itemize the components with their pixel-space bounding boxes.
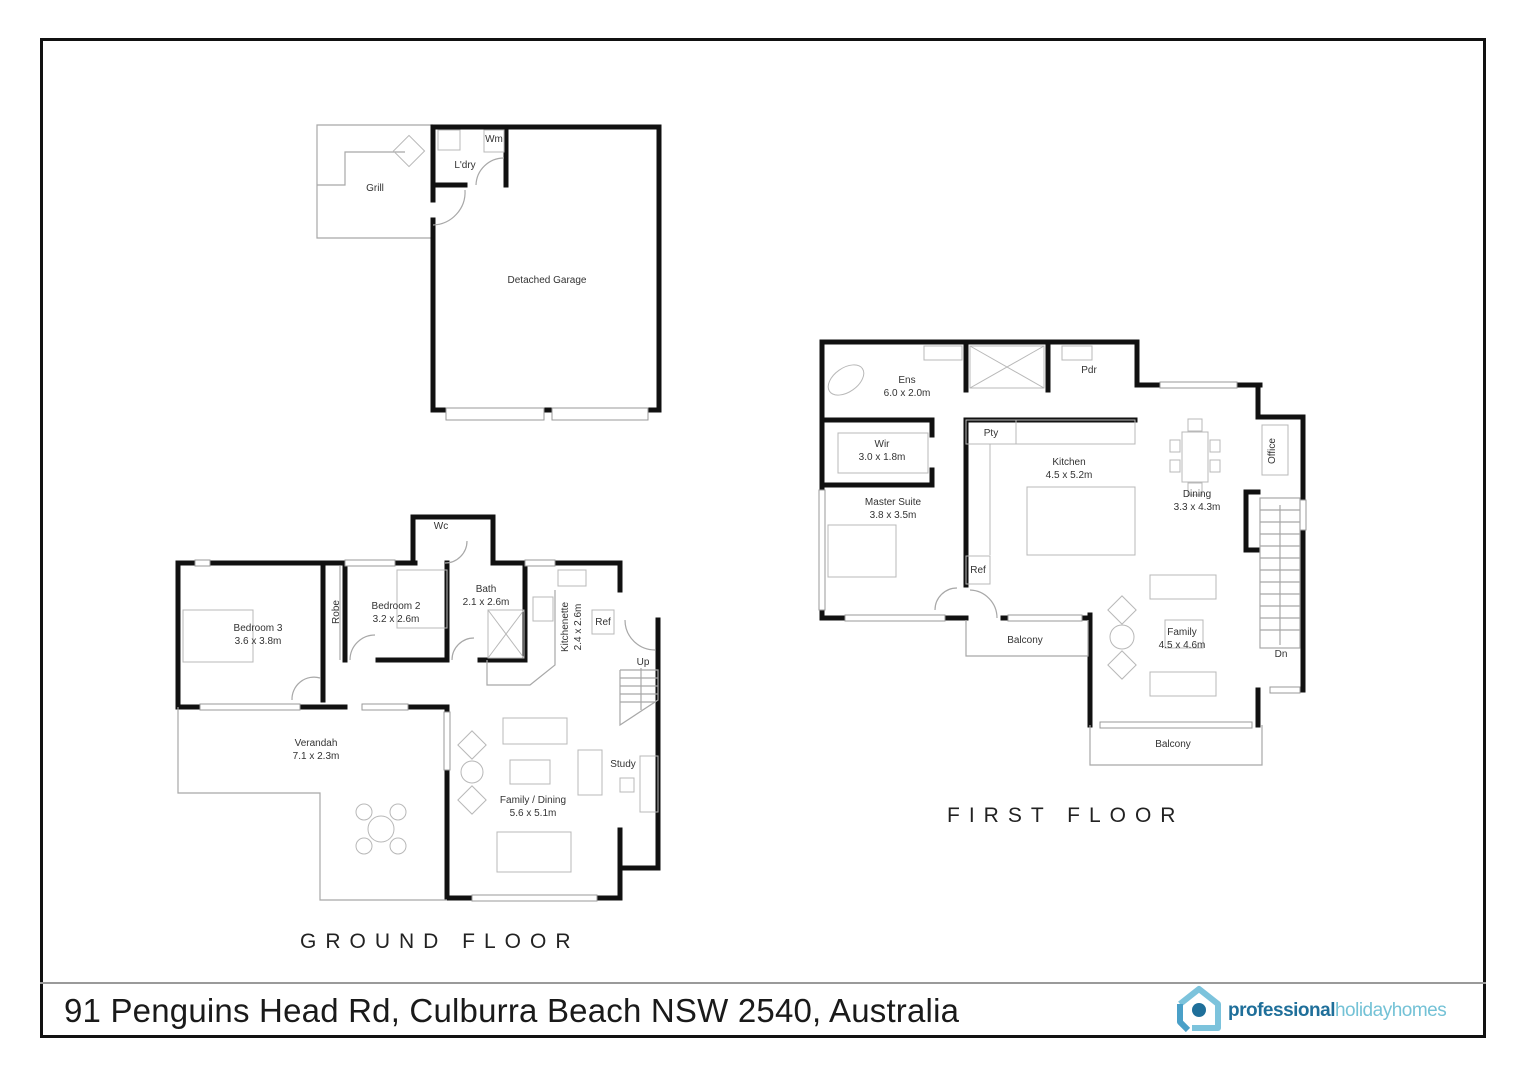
room-label-balcony-1: Balcony	[1007, 635, 1043, 646]
room-label-family-dining: Family / Dining	[500, 795, 566, 806]
room-label-laundry: L'dry	[454, 160, 475, 171]
room-label-garage: Detached Garage	[508, 275, 587, 286]
room-label-pdr: Pdr	[1081, 365, 1097, 376]
room-label-bedroom3: Bedroom 3	[234, 623, 283, 634]
room-size-kitchen: 4.5 x 5.2m	[1046, 470, 1093, 481]
room-size-ens: 6.0 x 2.0m	[884, 388, 931, 399]
room-label-family: Family	[1167, 627, 1196, 638]
room-label-grill: Grill	[366, 183, 384, 194]
first-floor-title: FIRST FLOOR	[947, 804, 1185, 827]
label-ref-ground: Ref	[595, 617, 611, 628]
ground-floor-title: GROUND FLOOR	[300, 930, 580, 953]
room-label-pty: Pty	[984, 428, 998, 439]
room-size-kitchenette: 2.4 x 2.6m	[573, 604, 584, 651]
room-label-wir: Wir	[875, 439, 891, 450]
room-label-wm: Wm	[485, 134, 503, 145]
room-size-dining: 3.3 x 4.3m	[1174, 502, 1221, 513]
room-size-wir: 3.0 x 1.8m	[859, 452, 906, 463]
room-label-robe: Robe	[331, 600, 342, 624]
room-size-bedroom2: 3.2 x 2.6m	[373, 614, 420, 625]
room-label-dining: Dining	[1183, 489, 1211, 500]
brand-name: professionalholidayhomes	[1228, 1000, 1447, 1022]
room-label-verandah: Verandah	[295, 738, 338, 749]
brand-name-bold: professional	[1228, 1000, 1335, 1021]
label-stairs-up: Up	[637, 657, 650, 668]
footer-divider	[40, 982, 1486, 984]
label-ref-first: Ref	[970, 565, 986, 576]
brand-name-homes: homes	[1391, 1000, 1447, 1021]
room-label-ens: Ens	[898, 375, 915, 386]
room-label-office: Office	[1267, 438, 1278, 464]
label-stairs-down: Dn	[1275, 649, 1288, 660]
brand-logo: professionalholidayhomes	[1176, 984, 1447, 1039]
room-size-master-suite: 3.8 x 3.5m	[870, 510, 917, 521]
room-label-kitchenette: Kitchenette	[560, 602, 571, 652]
room-size-family: 4.5 x 4.6m	[1159, 640, 1206, 651]
room-label-balcony-2: Balcony	[1155, 739, 1191, 750]
room-size-bath: 2.1 x 2.6m	[463, 597, 510, 608]
room-label-wc: Wc	[434, 521, 448, 532]
room-size-bedroom3: 3.6 x 3.8m	[235, 636, 282, 647]
room-label-bath: Bath	[476, 584, 497, 595]
garage-block	[316, 124, 662, 421]
room-label-bedroom2: Bedroom 2	[372, 601, 421, 612]
stairs-down	[1259, 497, 1301, 649]
property-address: 91 Penguins Head Rd, Culburra Beach NSW …	[64, 992, 960, 1029]
ground-floor-plan	[175, 514, 661, 902]
room-size-verandah: 7.1 x 2.3m	[293, 751, 340, 762]
room-label-kitchen: Kitchen	[1052, 457, 1085, 468]
room-size-family-dining: 5.6 x 5.1m	[510, 808, 557, 819]
first-floor-plan	[818, 339, 1307, 766]
room-label-master-suite: Master Suite	[865, 497, 922, 508]
house-logo-icon	[1176, 984, 1222, 1039]
room-label-study: Study	[610, 759, 636, 770]
brand-name-holiday: holiday	[1334, 1000, 1392, 1021]
